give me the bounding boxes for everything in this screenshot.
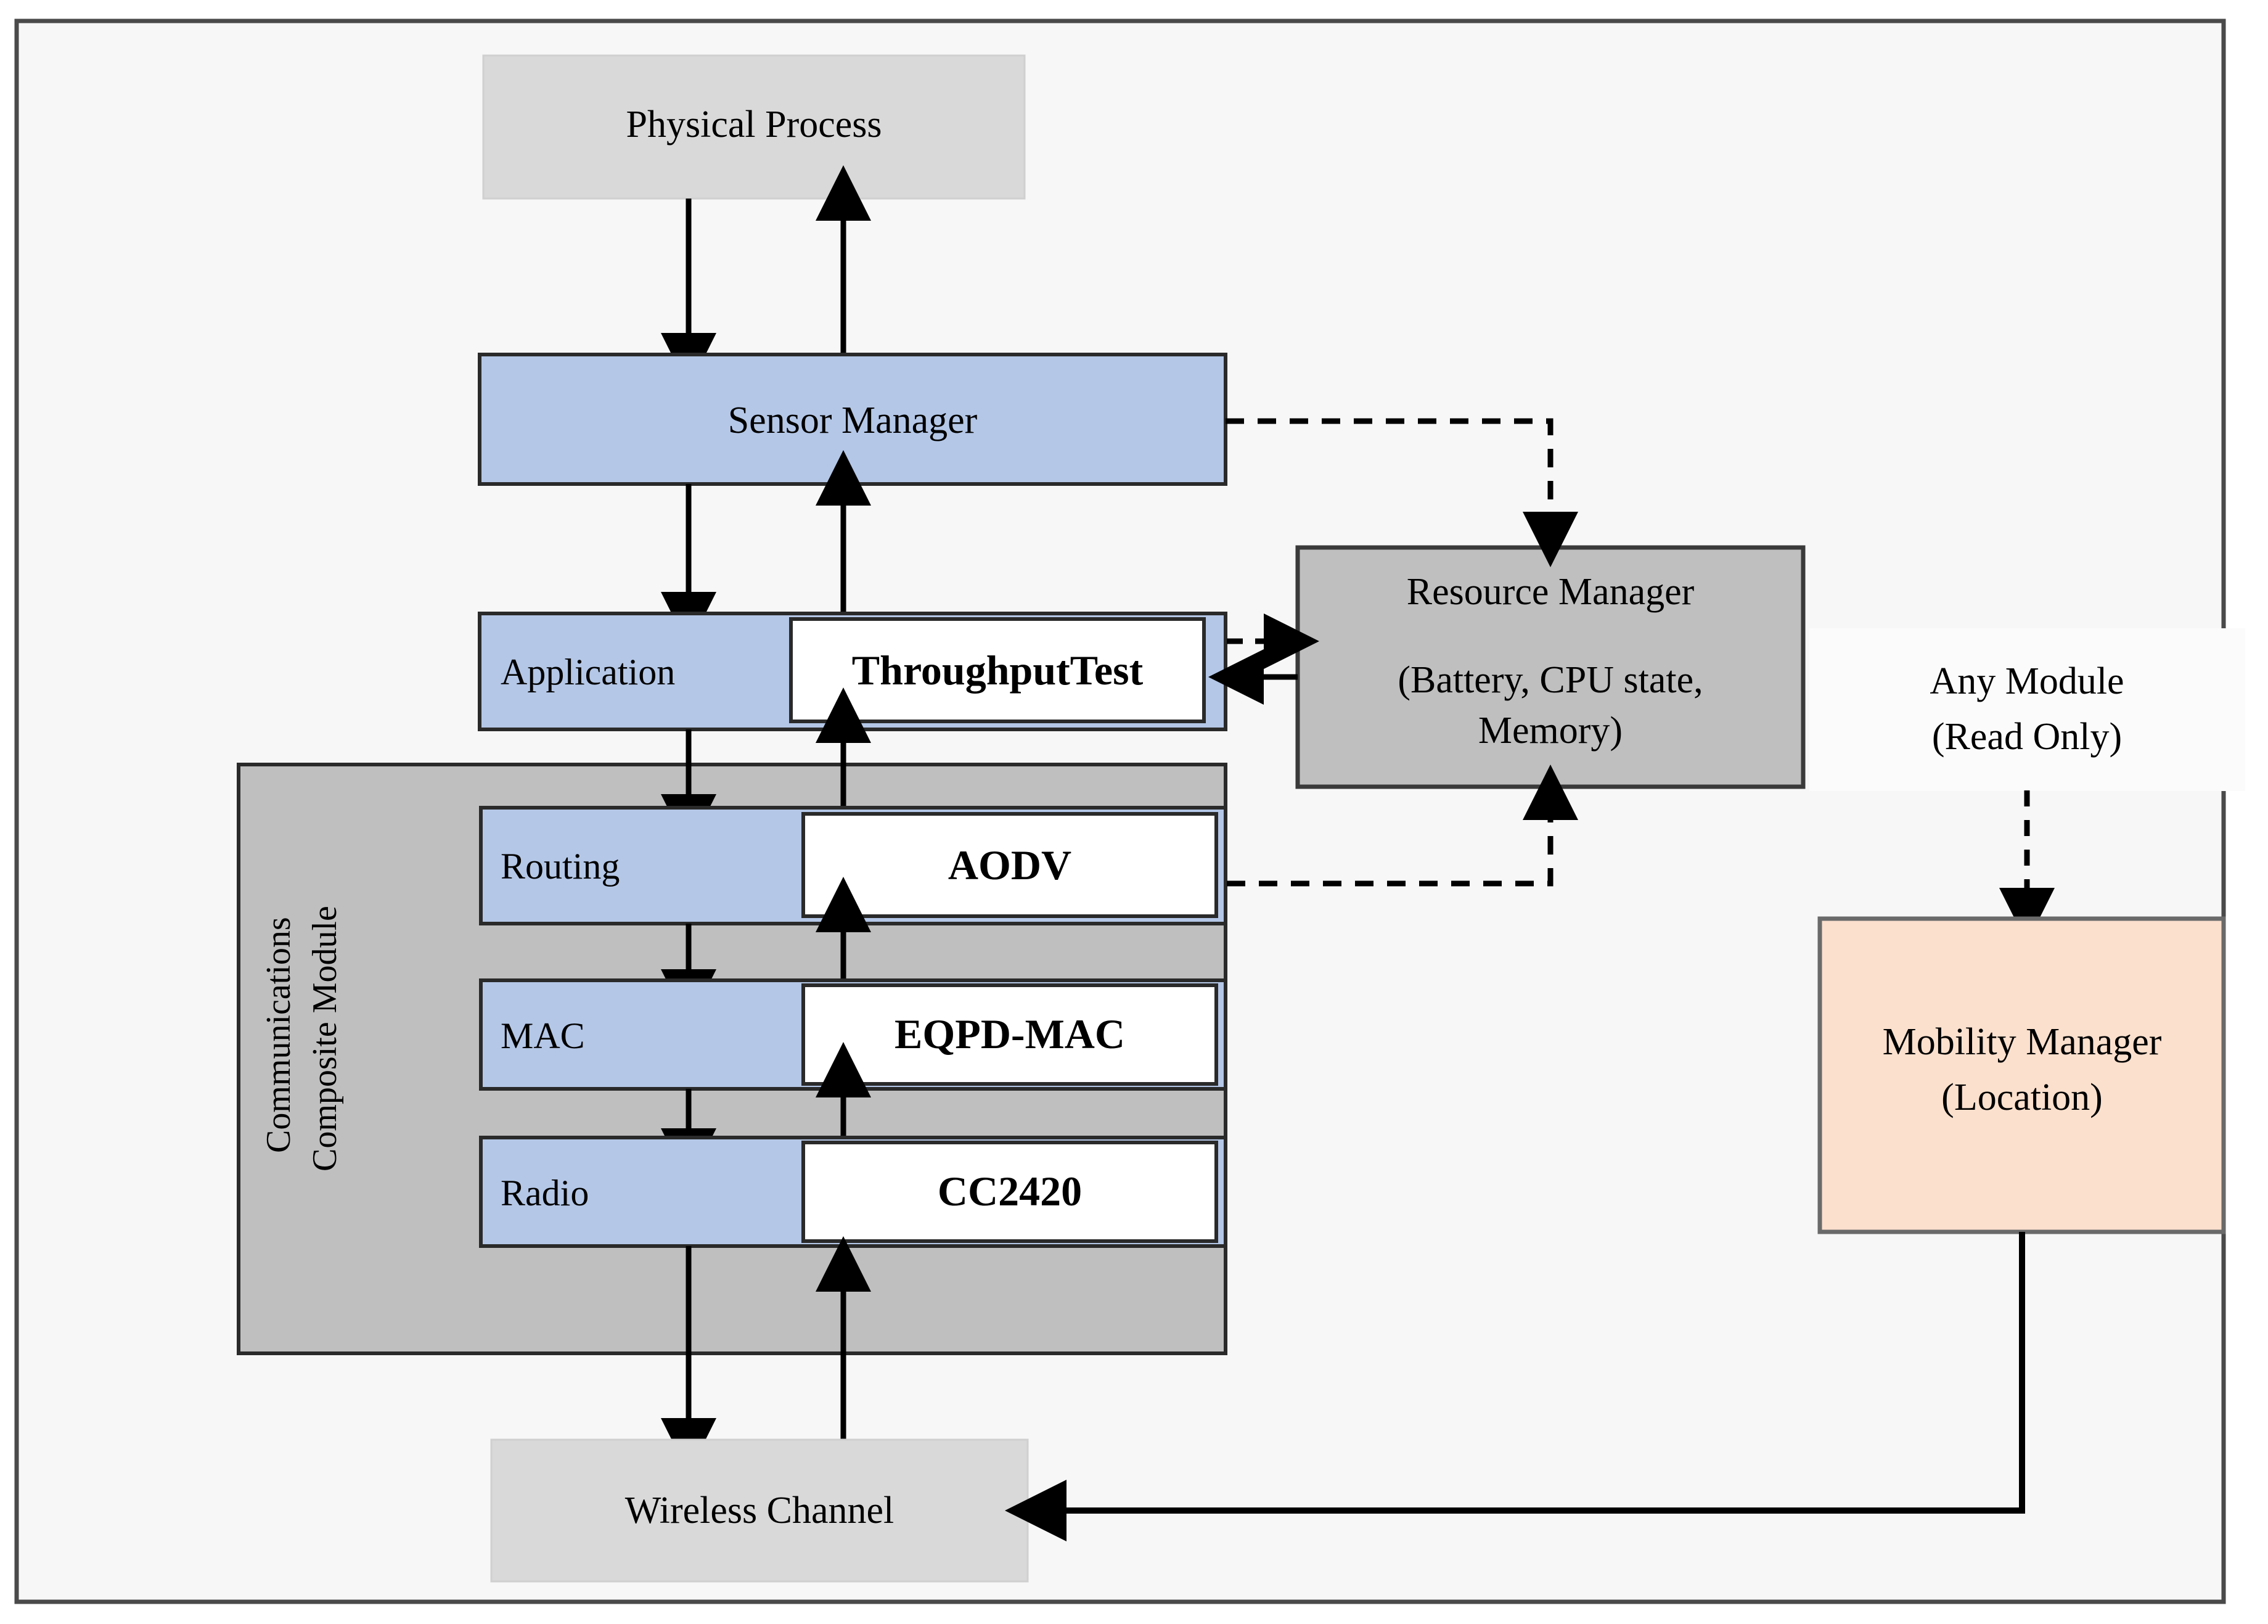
physical-process-label: Physical Process bbox=[626, 104, 882, 146]
layer-radio-label: Radio bbox=[501, 1173, 589, 1213]
connector-mobility-to-wireless-channel bbox=[1005, 1232, 2025, 1541]
connector-routing-to-resource-manager bbox=[1227, 765, 1578, 887]
resource-manager-label-line1: Resource Manager bbox=[1407, 571, 1695, 613]
layer-routing-label: Routing bbox=[501, 846, 620, 887]
mobility-manager-label-line1: Mobility Manager bbox=[1883, 1021, 2162, 1063]
sensor-manager-label: Sensor Manager bbox=[728, 400, 978, 441]
layer-application[interactable]: Application ThroughputTest bbox=[478, 612, 1227, 731]
block-wireless-channel[interactable]: Wireless Channel bbox=[490, 1438, 1029, 1583]
composite-module-label-line2: Composite Module bbox=[306, 906, 344, 1171]
any-module-label-line2: (Read Only) bbox=[1932, 716, 2122, 758]
layer-mac-label: MAC bbox=[501, 1015, 585, 1056]
wireless-channel-label: Wireless Channel bbox=[625, 1490, 895, 1532]
resource-manager-label-line3: Memory) bbox=[1478, 710, 1623, 752]
layer-application-label: Application bbox=[501, 652, 675, 692]
connector-sensor-to-resource-manager bbox=[1226, 418, 1578, 567]
protocol-aodv-label: AODV bbox=[948, 842, 1071, 888]
protocol-throughputtest-label: ThroughputTest bbox=[852, 647, 1144, 694]
block-resource-manager[interactable]: Resource Manager (Battery, CPU state, Me… bbox=[1295, 545, 1806, 789]
resource-manager-label-line2: (Battery, CPU state, bbox=[1398, 659, 1703, 701]
layer-mac[interactable]: MAC EQPD-MAC bbox=[479, 978, 1227, 1091]
protocol-cc2420-label: CC2420 bbox=[938, 1168, 1082, 1215]
block-any-module[interactable]: Any Module (Read Only) bbox=[1809, 628, 2245, 791]
protocol-eqpd-mac-label: EQPD-MAC bbox=[895, 1011, 1125, 1057]
block-sensor-manager[interactable]: Sensor Manager bbox=[478, 353, 1227, 486]
protocol-box-cc2420[interactable] bbox=[801, 1141, 1218, 1243]
mobility-manager-label-line2: (Location) bbox=[1941, 1077, 2103, 1118]
layer-routing[interactable]: Routing AODV bbox=[479, 806, 1227, 925]
protocol-box-eqpd-mac[interactable] bbox=[801, 983, 1218, 1086]
protocol-box-aodv[interactable] bbox=[801, 812, 1218, 918]
composite-module-label-line1: Communications bbox=[260, 917, 298, 1153]
block-mobility-manager[interactable]: Mobility Manager (Location) bbox=[1817, 916, 2226, 1234]
layer-radio[interactable]: Radio CC2420 bbox=[479, 1136, 1227, 1248]
any-module-label-line1: Any Module bbox=[1930, 660, 2124, 702]
block-physical-process[interactable]: Physical Process bbox=[482, 54, 1026, 200]
